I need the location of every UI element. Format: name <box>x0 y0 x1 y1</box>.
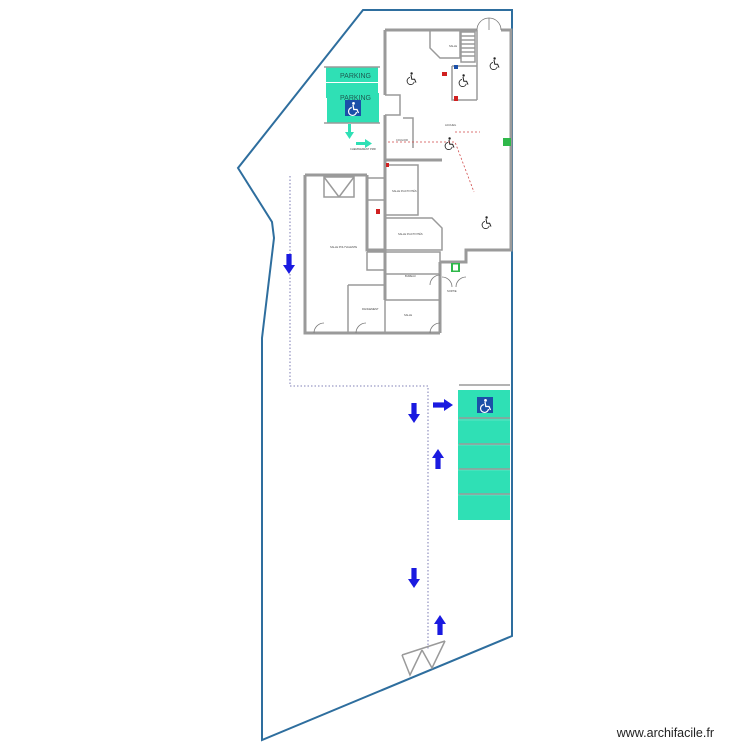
direction-arrow-down-icon <box>408 403 420 423</box>
entrance-gate <box>401 640 446 677</box>
route-label: CHEMINEMENT PMR <box>350 147 376 151</box>
building-upper <box>383 17 513 264</box>
accessibility-icon <box>489 56 500 71</box>
room-top-label: SALLE <box>449 44 457 48</box>
fire-extinguisher-icon <box>386 163 389 167</box>
room-hall-label: ACCUEIL <box>445 123 457 127</box>
room-right-label: SALLE D'ACTIVITÉS <box>398 231 423 236</box>
accessible-sign-icon <box>454 65 458 69</box>
parking-pmr-label: PARKING <box>340 95 371 102</box>
direction-arrow-up-icon <box>434 615 446 635</box>
accessibility-icon <box>406 71 417 86</box>
fire-extinguisher-icon <box>376 209 380 214</box>
room-big-label: SALLE POLYVALENTE <box>330 245 357 249</box>
accessibility-icon <box>481 215 492 230</box>
accessibility-icon <box>444 136 455 151</box>
fire-extinguisher-icon <box>442 72 447 76</box>
exit-label: SORTIE <box>447 289 457 293</box>
evacuation-route <box>388 141 475 193</box>
accessibility-icon <box>458 73 469 88</box>
parking-label: PARKING <box>340 73 371 80</box>
emergency-exit-icon <box>503 138 511 146</box>
watermark: www.archifacile.fr <box>616 726 714 740</box>
building-lower <box>303 160 467 335</box>
storage-label: RANGEMENT <box>362 307 379 311</box>
office-label: BUREAU <box>405 274 416 278</box>
pedestrian-path <box>289 176 429 650</box>
room-mid-label: SALLE D'ACTIVITÉS <box>392 188 417 193</box>
direction-arrow-up-icon <box>432 449 444 469</box>
direction-arrow-down-icon <box>283 254 295 274</box>
fire-extinguisher-icon <box>454 96 458 101</box>
parking-right <box>458 384 510 520</box>
parking-top: PARKING PARKING CHEMINEMENT PMR <box>324 66 380 151</box>
direction-arrow-right-icon <box>433 399 453 411</box>
room-bottom-label: SALLE <box>404 313 412 317</box>
accessible-parking-icon <box>344 99 362 117</box>
accessible-parking-icon <box>476 396 494 414</box>
direction-arrow-down-icon <box>408 568 420 588</box>
corridor-label: COULOIR <box>396 138 408 142</box>
